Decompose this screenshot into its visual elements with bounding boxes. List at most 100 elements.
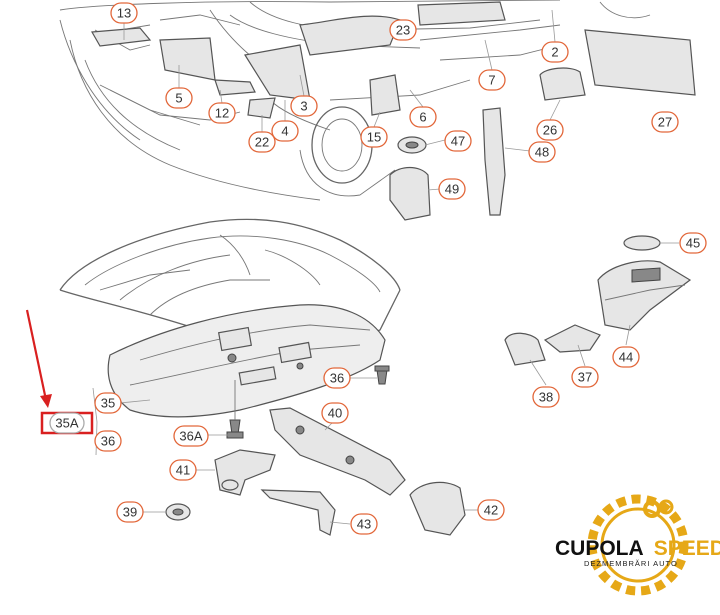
label-circle (110, 2, 138, 24)
label-text: 43 (357, 517, 371, 532)
label-circle (528, 141, 556, 163)
label-circle (444, 130, 472, 152)
part-label-p38: 38 (532, 386, 560, 408)
part-label-p7: 7 (478, 69, 506, 91)
part-label-p3: 3 (290, 95, 318, 117)
label-circle (679, 232, 707, 254)
label-circle (389, 19, 417, 41)
label-circle (478, 69, 506, 91)
label-circle (360, 126, 388, 148)
label-text: 26 (543, 123, 557, 138)
label-circle (651, 111, 679, 133)
label-text: 40 (328, 406, 342, 421)
cupola-speed-watermark: CUPOLA SPEED DEZMEMBRĂRI AUTO (555, 494, 720, 596)
part-label-p13: 13 (110, 2, 138, 24)
brand-part1: CUPOLA (555, 537, 644, 560)
label-text: 4 (281, 124, 288, 139)
brand-part2: SPEED (654, 537, 720, 560)
part-label-p6: 6 (409, 106, 437, 128)
label-circle (612, 346, 640, 368)
part-label-p39: 39 (116, 501, 144, 523)
label-text: 15 (367, 130, 381, 145)
label-text: 3 (300, 99, 307, 114)
label-circle (321, 402, 349, 424)
label-circle (409, 106, 437, 128)
label-text: 13 (117, 6, 131, 21)
label-circle (94, 430, 122, 452)
label-text: 22 (255, 135, 269, 150)
part-label-p43: 43 (350, 513, 378, 535)
part-label-p2: 2 (541, 41, 569, 63)
bottom-parts (165, 407, 466, 536)
part-label-p26: 26 (536, 119, 564, 141)
part-label-p36: 36 (323, 367, 351, 389)
label-text: 35 (101, 396, 115, 411)
part-label-p41: 41 (169, 459, 197, 481)
label-text: 45 (686, 236, 700, 251)
small-parts-upper-right (389, 107, 506, 221)
label-text: 2 (551, 45, 558, 60)
part-label-p49: 49 (438, 178, 466, 200)
part-label-p36b: 36 (94, 430, 122, 452)
part-label-p36A: 36A (173, 425, 209, 447)
label-text: 42 (484, 503, 498, 518)
label-text: 7 (488, 73, 495, 88)
part-label-p35: 35 (94, 392, 122, 414)
part-label-p5: 5 (165, 87, 193, 109)
label-text: 49 (445, 182, 459, 197)
part-label-p40: 40 (321, 402, 349, 424)
part-label-p22: 22 (248, 131, 276, 153)
label-text: 39 (123, 505, 137, 520)
right-side-parts (504, 235, 692, 366)
label-circle (94, 392, 122, 414)
label-circle (477, 499, 505, 521)
part-label-p47: 47 (444, 130, 472, 152)
label-text: 41 (176, 463, 190, 478)
part-label-p27: 27 (651, 111, 679, 133)
part-label-p12: 12 (208, 102, 236, 124)
part-label-p44: 44 (612, 346, 640, 368)
label-circle (536, 119, 564, 141)
part-label-p15: 15 (360, 126, 388, 148)
label-text: 27 (658, 115, 672, 130)
car-body-outline (59, 0, 696, 201)
part-label-p4: 4 (271, 120, 299, 142)
insulation-mat (107, 304, 386, 418)
label-text: 36 (101, 434, 115, 449)
part-labels: 13 5 12 22 43 23 15 6 7 2 26 27 47 48 49 45 44 37 38 36 35 35… (40, 2, 707, 535)
brand-tagline: DEZMEMBRĂRI AUTO (584, 559, 678, 568)
label-text: 38 (539, 390, 553, 405)
label-text: 47 (451, 134, 465, 149)
part-label-p37: 37 (571, 366, 599, 388)
highlight-arrow (25, 309, 52, 408)
label-circle (571, 366, 599, 388)
label-circle (173, 425, 209, 447)
label-circle (271, 120, 299, 142)
label-circle (116, 501, 144, 523)
leader-lines (92, 9, 679, 525)
gear-icon (587, 494, 689, 596)
label-circle (169, 459, 197, 481)
label-circle (290, 95, 318, 117)
label-circle (165, 87, 193, 109)
part-label-p42: 42 (477, 499, 505, 521)
label-circle (532, 386, 560, 408)
brand-text: CUPOLA SPEED (555, 537, 720, 560)
label-text: 6 (419, 110, 426, 125)
label-circle (541, 41, 569, 63)
label-circle (248, 131, 276, 153)
label-circle (49, 412, 85, 434)
label-text: 35A (55, 416, 78, 431)
part-label-p35A: 35A (40, 411, 94, 435)
label-text: 44 (619, 350, 633, 365)
label-text: 48 (535, 145, 549, 160)
label-circle (438, 178, 466, 200)
label-text: 36A (179, 429, 202, 444)
label-circle (323, 367, 351, 389)
part-label-p48: 48 (528, 141, 556, 163)
label-text: 23 (396, 23, 410, 38)
label-text: 12 (215, 106, 229, 121)
part-label-p45: 45 (679, 232, 707, 254)
label-text: 36 (330, 371, 344, 386)
